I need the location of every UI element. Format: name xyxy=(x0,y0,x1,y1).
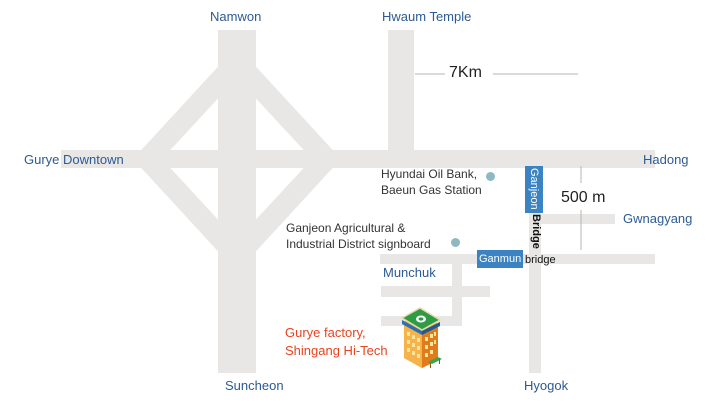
destination-line1: Gurye factory, xyxy=(285,325,366,340)
landmark-ganjeon-sign-line2: Industrial District signboard xyxy=(286,237,431,251)
place-label-hwaum-temple: Hwaum Temple xyxy=(382,9,472,24)
interchange-ring xyxy=(133,46,341,272)
destination-label: Gurye factory, Shingang Hi-Tech xyxy=(285,324,388,360)
place-label-munchuk: Munchuk xyxy=(383,265,436,280)
place-label-gurye-downtown: Gurye Downtown xyxy=(24,152,124,167)
landmark-ganjeon-sign-line1: Ganjeon Agricultural & xyxy=(286,221,406,235)
road-gwnagyang xyxy=(541,214,615,224)
bridge-name-ganjeon: Ganjeon xyxy=(528,168,540,210)
place-label-hadong: Hadong xyxy=(643,152,689,167)
distance-label-7km: 7Km xyxy=(449,64,482,81)
bridge-badge-ganjeon: Ganjeon xyxy=(525,166,543,213)
place-label-gwnagyang: Gwnagyang xyxy=(623,211,693,226)
landmark-ganjeon-signboard: Ganjeon Agricultural & Industrial Distri… xyxy=(286,220,431,252)
place-label-suncheon: Suncheon xyxy=(225,378,284,393)
destination-line2: Shingang Hi-Tech xyxy=(285,343,388,358)
road-gurye-hadong xyxy=(61,150,655,168)
bridge-suffix-ganmun: bridge xyxy=(525,254,556,266)
place-label-namwon: Namwon xyxy=(210,9,262,24)
landmark-hyundai-oil-line2: Baeun Gas Station xyxy=(381,183,482,197)
bridge-badge-ganmun: Ganmun xyxy=(477,250,523,268)
distance-label-500m: 500 m xyxy=(561,189,606,206)
poi-marker-ganjeon-signboard xyxy=(451,238,460,247)
landmark-hyundai-oil-bank: Hyundai Oil Bank, Baeun Gas Station xyxy=(381,166,482,198)
place-label-hyogok: Hyogok xyxy=(524,378,569,393)
landmark-hyundai-oil-line1: Hyundai Oil Bank, xyxy=(381,167,478,181)
road-namwon-suncheon xyxy=(218,30,256,373)
road-munchuk-middle xyxy=(381,286,490,297)
bridge-suffix-ganjeon: Bridge xyxy=(530,214,542,249)
road-hwaum-temple xyxy=(388,30,414,152)
poi-marker-hyundai-oil xyxy=(486,172,495,181)
road-hyogok xyxy=(529,166,541,373)
factory-building-icon xyxy=(400,307,442,368)
